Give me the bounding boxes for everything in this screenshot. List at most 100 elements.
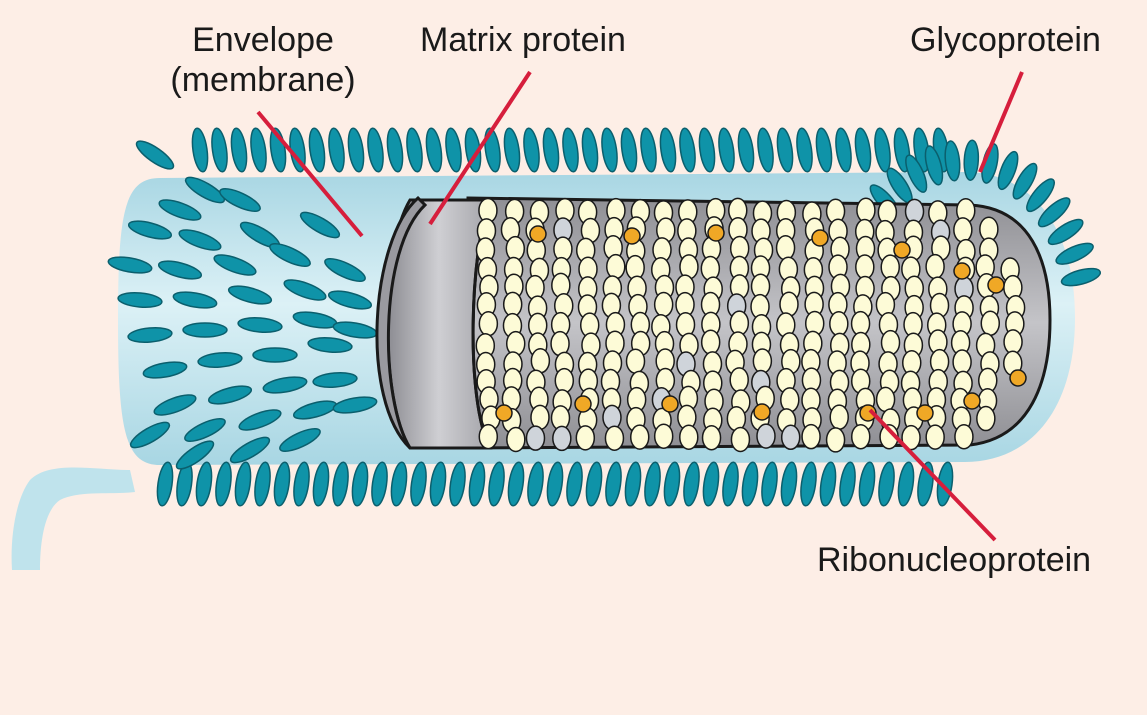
glycoprotein-spike bbox=[279, 427, 321, 453]
glycoprotein-spike bbox=[488, 461, 505, 507]
glycoprotein-spike bbox=[229, 436, 271, 464]
glycoprotein-label: Glycoprotein bbox=[910, 21, 1101, 59]
nucleoprotein-bead bbox=[880, 254, 900, 280]
nucleoprotein-bead bbox=[850, 423, 871, 450]
glycoprotein-spike bbox=[449, 461, 466, 507]
glycoprotein-spike bbox=[858, 461, 876, 507]
glycoprotein-spike bbox=[1047, 218, 1084, 246]
glycoprotein-spike bbox=[737, 127, 755, 173]
glycoprotein-spike bbox=[624, 461, 642, 507]
nucleoprotein-bead bbox=[980, 310, 1001, 337]
glycoprotein-spike bbox=[936, 461, 954, 507]
nucleoprotein-bead bbox=[629, 424, 650, 450]
glycoprotein-spike bbox=[347, 127, 365, 173]
glycoprotein-spike bbox=[741, 461, 759, 507]
glycoprotein-spike bbox=[324, 257, 366, 283]
nucleoprotein-bead bbox=[1003, 329, 1023, 355]
glycoprotein-spike bbox=[1012, 162, 1038, 200]
glycoprotein-spike bbox=[410, 461, 427, 507]
nucleoprotein-bead bbox=[801, 423, 821, 450]
ribonucleoprotein-label: Ribonucleoprotein bbox=[817, 541, 1092, 579]
glycoprotein-spike bbox=[796, 127, 813, 173]
glycoprotein-spike bbox=[299, 211, 341, 239]
glycoprotein-spike bbox=[963, 139, 980, 181]
glycoprotein-spike bbox=[663, 461, 681, 507]
nucleoprotein-bead bbox=[952, 349, 972, 375]
glycoprotein-spike bbox=[219, 187, 261, 213]
glycoprotein-spike bbox=[184, 417, 226, 443]
glycoprotein-spike bbox=[117, 292, 163, 308]
glycoprotein-spike bbox=[679, 127, 696, 173]
glycoprotein-spike bbox=[874, 127, 891, 173]
nucleoprotein-bead bbox=[775, 235, 796, 261]
nucleoprotein-bead bbox=[925, 253, 945, 280]
glycoprotein-spike bbox=[546, 461, 564, 507]
glycoprotein-spike bbox=[107, 256, 153, 274]
polymerase-dot bbox=[916, 404, 934, 422]
glycoprotein-spike bbox=[503, 127, 521, 173]
polymerase-dot bbox=[529, 225, 547, 243]
polymerase-dot bbox=[859, 404, 877, 422]
glycoprotein-spike bbox=[839, 461, 856, 507]
glycoprotein-spike bbox=[1060, 267, 1102, 287]
glycoprotein-spike bbox=[157, 260, 203, 280]
glycoprotein-spike bbox=[283, 279, 327, 301]
nucleoprotein-bead bbox=[602, 404, 622, 431]
glycoprotein-spike bbox=[640, 127, 657, 173]
glycoprotein-spike bbox=[854, 127, 872, 173]
glycoprotein-spike bbox=[702, 461, 720, 507]
glycoprotein-spike bbox=[332, 461, 349, 507]
glycoprotein-spike bbox=[527, 461, 544, 507]
glycoprotein-spike bbox=[944, 140, 961, 182]
nucleoprotein-bead bbox=[856, 197, 876, 223]
nucleoprotein-bead bbox=[604, 425, 625, 451]
polymerase-dot bbox=[661, 395, 679, 413]
glycoprotein-spike bbox=[445, 127, 462, 173]
glycoprotein-spike bbox=[997, 150, 1019, 191]
glycoprotein-spike bbox=[819, 461, 837, 507]
glycoprotein-spike bbox=[250, 127, 267, 173]
glycoprotein-spike bbox=[659, 127, 677, 173]
glycoprotein-spike bbox=[215, 461, 232, 507]
nucleoprotein-bead bbox=[855, 254, 875, 280]
glycoprotein-spike bbox=[332, 396, 378, 414]
nucleoprotein-bead bbox=[502, 291, 523, 318]
glycoprotein-spike bbox=[195, 461, 213, 507]
matrix-leader-line bbox=[428, 70, 532, 226]
glycoprotein-spike bbox=[484, 127, 501, 173]
polymerase-dot bbox=[1009, 369, 1027, 387]
nucleoprotein-bead bbox=[653, 423, 674, 449]
glycoprotein-spike bbox=[178, 229, 222, 251]
glycoprotein-spike bbox=[227, 285, 273, 305]
envelope-label-line2: (membrane) bbox=[170, 61, 356, 99]
nucleoprotein-bead bbox=[575, 425, 596, 451]
glycoprotein-spike bbox=[307, 337, 353, 353]
glycoprotein-spike bbox=[207, 385, 253, 405]
nucleoprotein-bead bbox=[552, 425, 572, 452]
nucleoprotein-bead bbox=[700, 329, 721, 355]
glycoprotein-spike bbox=[230, 127, 248, 173]
glycoprotein-spike bbox=[371, 461, 388, 507]
nucleoprotein-bead bbox=[701, 424, 722, 451]
glycoprotein-spike bbox=[1055, 242, 1094, 265]
glycoprotein-spike bbox=[197, 352, 243, 368]
glycoprotein-spike bbox=[800, 461, 817, 507]
nucleoprotein-bead bbox=[525, 425, 546, 451]
glycoprotein-spike bbox=[718, 127, 735, 173]
nucleoprotein-bead bbox=[875, 386, 896, 413]
glycoprotein-spike bbox=[905, 154, 928, 193]
nucleoprotein-bead bbox=[653, 291, 674, 318]
nucleoprotein-beads bbox=[475, 197, 1027, 453]
glycoprotein-spike bbox=[757, 127, 774, 173]
glycoprotein-spike bbox=[620, 127, 638, 173]
glycoprotein-spike bbox=[175, 440, 215, 470]
nucleoprotein-bead bbox=[779, 291, 799, 317]
nucleoprotein-bead bbox=[954, 423, 974, 450]
glycoprotein-spike bbox=[308, 127, 326, 173]
glycoprotein-spike bbox=[683, 461, 700, 507]
nucleoprotein-bead bbox=[752, 348, 773, 374]
glycoprotein-spike bbox=[761, 461, 778, 507]
polymerase-dot bbox=[987, 276, 1005, 294]
